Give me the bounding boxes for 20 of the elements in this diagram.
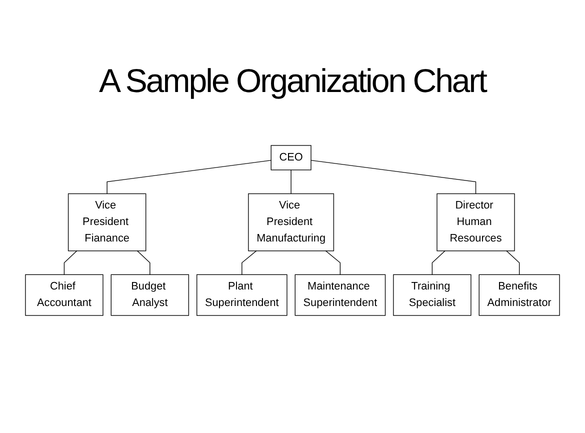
connector [432, 250, 446, 275]
connector [64, 250, 78, 275]
node-box: Plant Superintendent [196, 274, 288, 316]
node-box: CEO [270, 145, 312, 170]
chart-title: A Sample Organization Chart [98, 62, 488, 100]
node-box: Chief Accountant [25, 274, 104, 316]
connector [290, 170, 292, 194]
connector [136, 250, 150, 275]
node-box: Training Specialist [393, 274, 472, 316]
node-box: Maintenance Superintendent [294, 274, 386, 316]
connector [506, 250, 520, 275]
connector [310, 160, 476, 194]
node-box: Vice President Manufacturing [248, 193, 334, 252]
node-box: Vice President Fianance [68, 193, 146, 252]
node-box: Budget Analyst [110, 274, 190, 316]
node-box: Director Human Resources [436, 193, 515, 252]
connector [106, 160, 272, 194]
connector [325, 250, 341, 275]
connector [242, 250, 257, 275]
node-box: Benefits Administrator [478, 274, 560, 316]
